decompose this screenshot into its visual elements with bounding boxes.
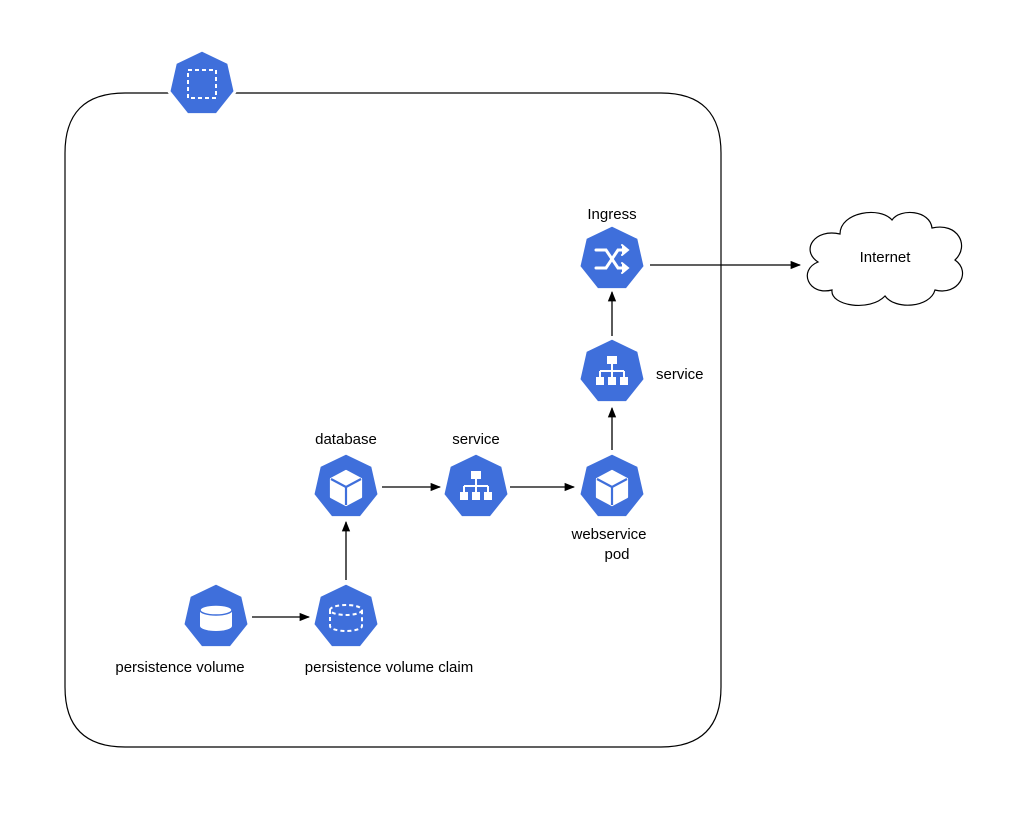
pv-node — [181, 581, 251, 650]
pod-cube-icon — [595, 469, 629, 507]
webservice-label-line1: webservice — [570, 526, 646, 543]
database-node — [311, 451, 381, 520]
pvc-label: persistence volume claim — [305, 659, 473, 676]
persistent-volume-claim-icon — [329, 604, 363, 632]
service-mid-label: service — [452, 431, 500, 448]
webservice-label-line2: pod — [604, 546, 629, 563]
ingress-shuffle-icon — [594, 244, 630, 274]
internet-label: Internet — [860, 249, 912, 266]
service-node-upper — [577, 336, 647, 405]
internet-node: Internet — [806, 211, 964, 306]
namespace-icon — [167, 48, 237, 117]
pv-label: persistence volume — [115, 659, 244, 676]
database-label: database — [315, 431, 377, 448]
pod-cube-icon — [329, 469, 363, 507]
service-network-icon — [596, 356, 628, 385]
ingress-label: Ingress — [587, 206, 636, 223]
ingress-node — [577, 223, 647, 292]
persistent-volume-icon — [199, 604, 233, 631]
pvc-node — [311, 581, 381, 650]
service-upper-label: service — [656, 366, 704, 383]
service-network-icon — [460, 471, 492, 500]
service-node-mid — [441, 451, 511, 520]
webservice-node — [577, 451, 647, 520]
cloud-icon — [806, 211, 964, 306]
cluster-boundary — [64, 92, 722, 748]
